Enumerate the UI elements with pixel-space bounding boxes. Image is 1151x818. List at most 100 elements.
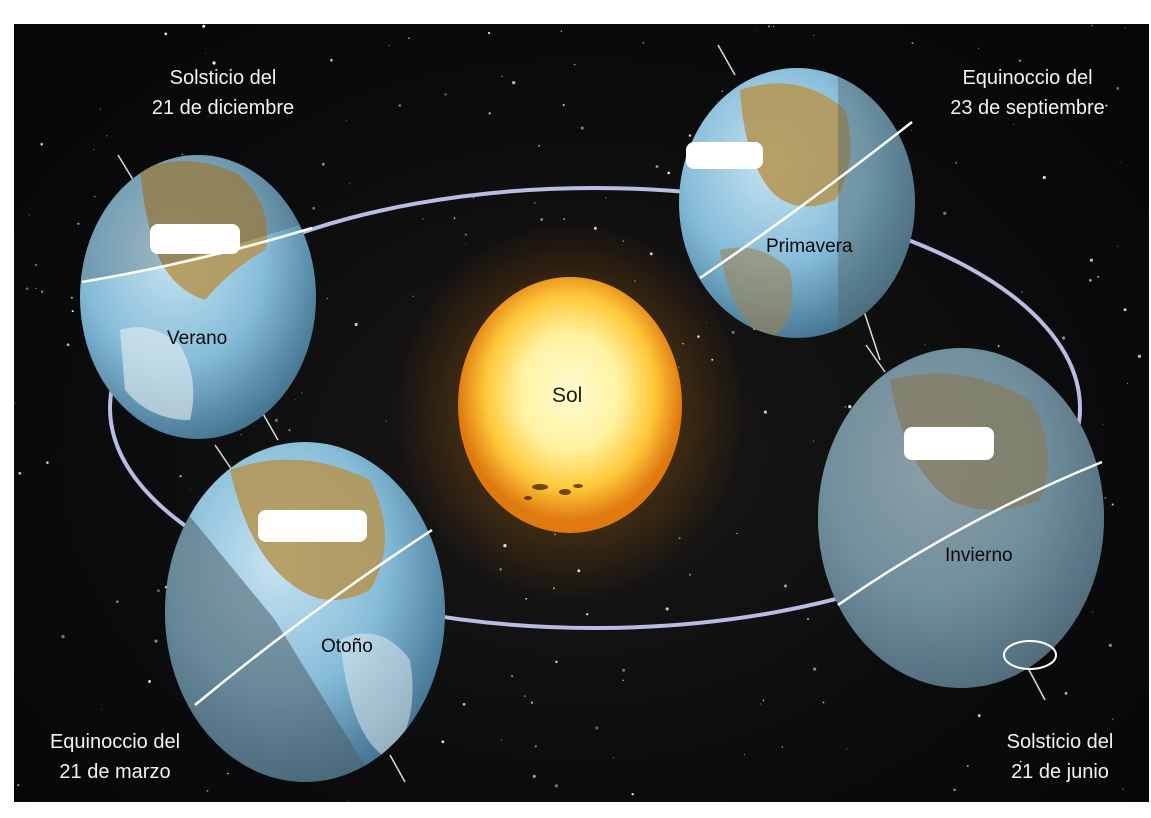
caption-march-line2: 21 de marzo [59, 761, 171, 783]
star [612, 757, 614, 759]
star [206, 789, 209, 792]
star [1089, 278, 1092, 282]
star [274, 418, 279, 422]
caption-june-line2: 21 de junio [1011, 761, 1109, 783]
star [554, 784, 558, 788]
star [408, 37, 410, 39]
star [977, 714, 981, 718]
star [16, 783, 20, 787]
star [202, 24, 206, 28]
star [1062, 336, 1066, 340]
star [1018, 59, 1022, 62]
caption-june-line1: Solsticio del [1006, 731, 1114, 753]
star [511, 675, 514, 678]
sun [458, 277, 682, 533]
star [1122, 788, 1124, 791]
blank-box-september[interactable] [686, 142, 763, 169]
blank-box-march[interactable] [258, 510, 367, 542]
star [721, 90, 724, 93]
star [762, 699, 765, 702]
star [622, 668, 626, 672]
star [156, 589, 160, 593]
star [532, 774, 536, 778]
star [40, 290, 44, 293]
star [1108, 643, 1113, 648]
star [488, 112, 491, 115]
star [622, 679, 624, 682]
star [595, 726, 599, 730]
star [763, 410, 767, 414]
star [487, 31, 491, 35]
star [453, 217, 456, 220]
star [844, 406, 846, 408]
blank-box-december[interactable] [150, 224, 240, 254]
season-label-invierno: Invierno [945, 545, 1013, 566]
star [321, 162, 325, 166]
star [164, 32, 168, 36]
star [345, 119, 348, 121]
star [743, 754, 745, 756]
star [924, 344, 926, 346]
star [530, 701, 534, 704]
star [294, 399, 296, 401]
star [301, 392, 303, 394]
star [154, 639, 158, 643]
star [227, 772, 229, 775]
sunspots [524, 484, 583, 500]
star [688, 134, 692, 137]
star [25, 287, 29, 291]
caption-september-equinox: Equinoccio del 23 de septiembre [920, 63, 1135, 123]
star [806, 617, 810, 621]
star [631, 792, 634, 796]
star [573, 63, 576, 66]
star [14, 402, 16, 404]
star [966, 765, 969, 768]
star [99, 108, 102, 110]
star [783, 584, 788, 588]
star [642, 41, 645, 44]
star [94, 196, 96, 198]
star [580, 126, 584, 130]
star [1091, 611, 1093, 613]
season-label-otono: Otoño [321, 636, 373, 657]
star [148, 680, 151, 683]
star [115, 600, 119, 604]
caption-march-equinox: Equinoccio del 21 de marzo [20, 727, 210, 787]
sun-label: Sol [552, 384, 583, 407]
star [560, 30, 562, 32]
star [523, 695, 526, 698]
star [955, 161, 958, 164]
star [813, 440, 815, 442]
star [1111, 503, 1114, 506]
star [464, 233, 467, 236]
star [1123, 308, 1127, 312]
star [665, 607, 669, 611]
blank-box-june[interactable] [904, 427, 994, 460]
star [846, 748, 848, 750]
star [943, 211, 947, 216]
star [71, 296, 73, 299]
star [35, 287, 37, 290]
caption-march-line1: Equinoccio del [49, 731, 181, 753]
star [71, 310, 74, 313]
star [822, 701, 825, 704]
star [240, 433, 242, 436]
star [101, 708, 103, 711]
star [46, 461, 49, 464]
star [813, 34, 815, 36]
star [525, 597, 528, 600]
star [1064, 692, 1068, 695]
star [66, 343, 70, 346]
star [288, 428, 291, 432]
earth-june [818, 344, 1104, 701]
star [330, 58, 333, 62]
star [1102, 423, 1104, 425]
star [93, 149, 95, 151]
star [605, 197, 607, 199]
star [441, 740, 445, 744]
star [540, 218, 544, 221]
star [655, 165, 659, 168]
star [538, 144, 541, 147]
star [412, 295, 414, 297]
